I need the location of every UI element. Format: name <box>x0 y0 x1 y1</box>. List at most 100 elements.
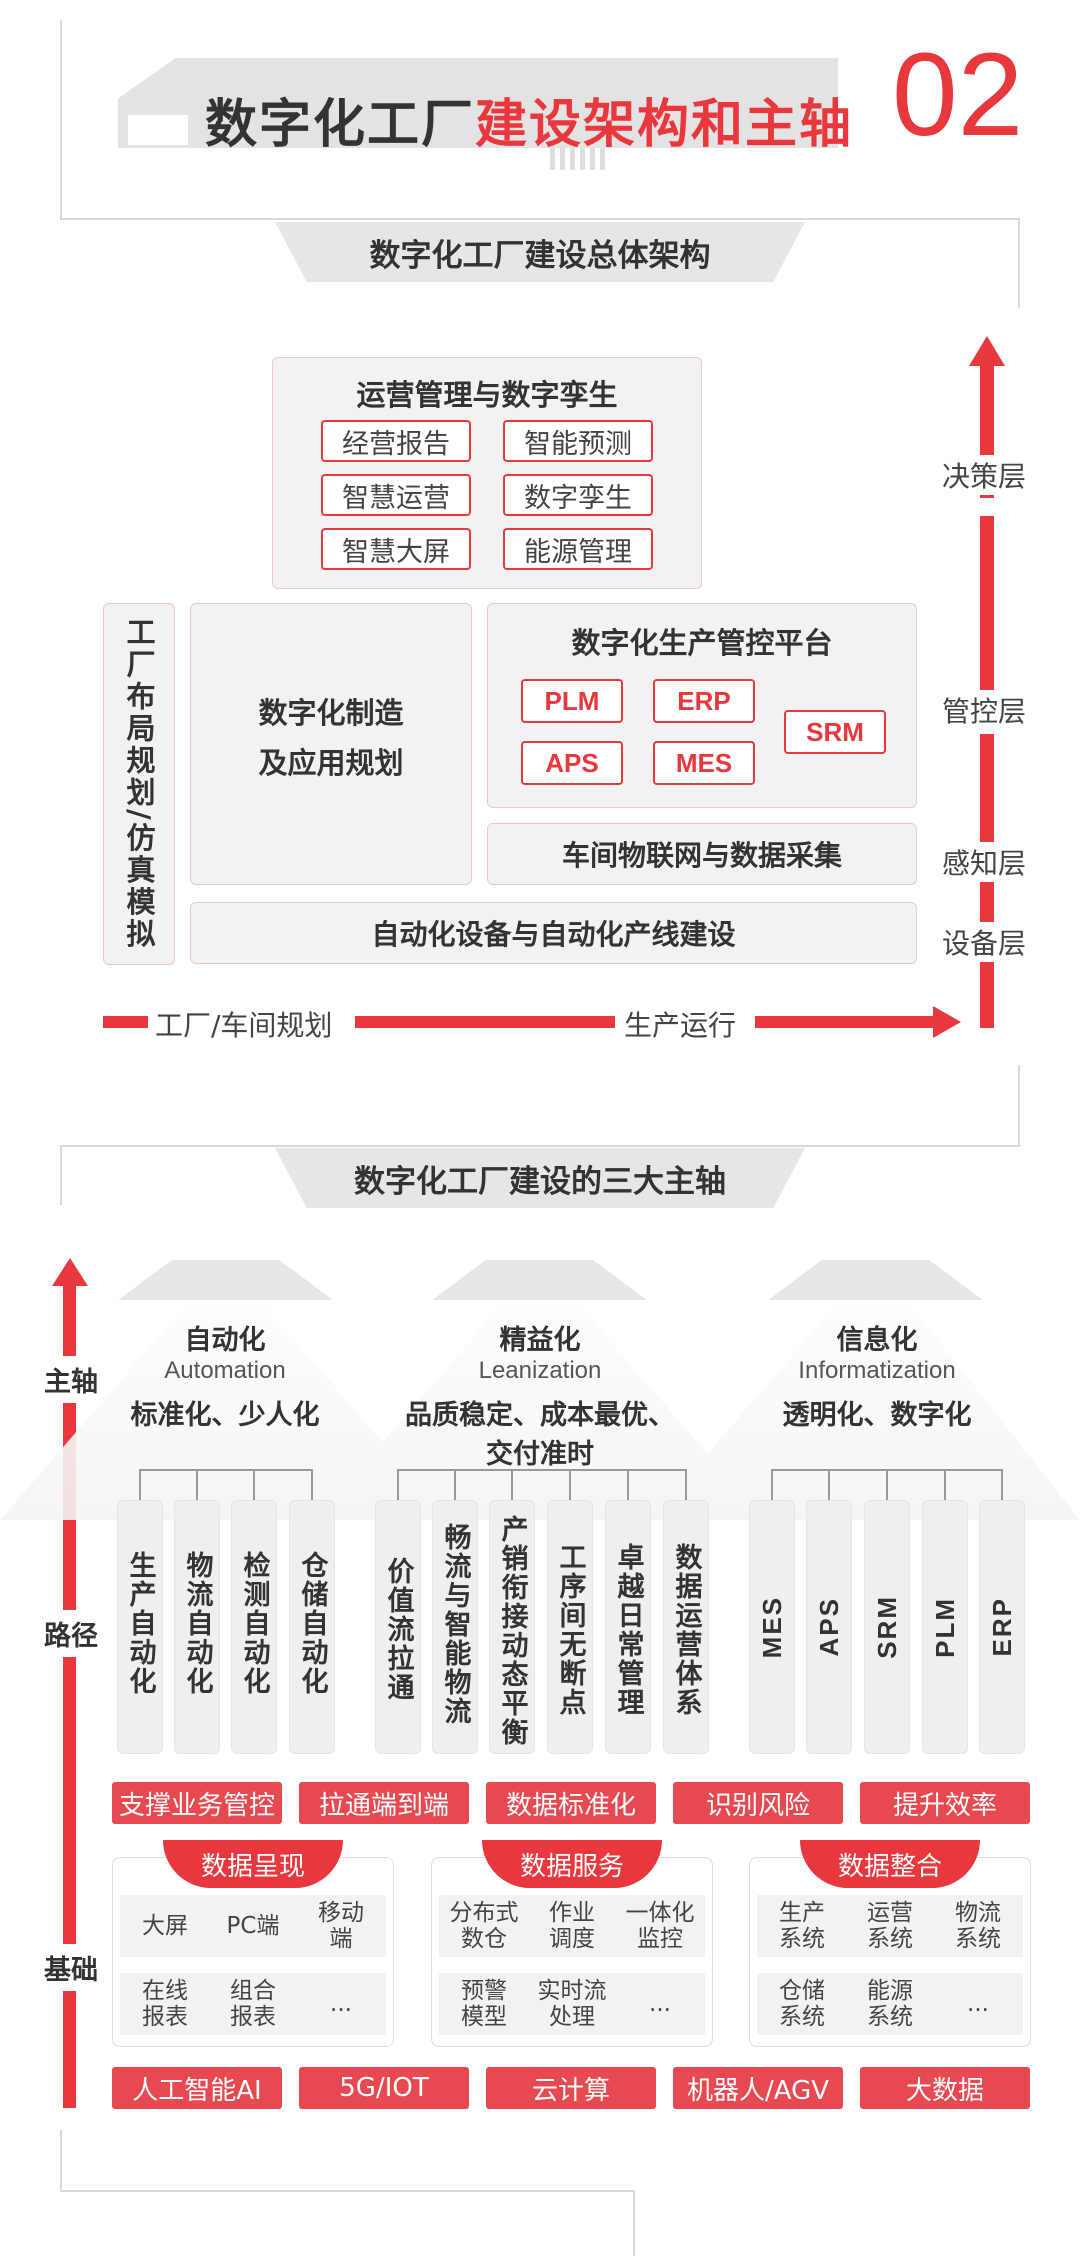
pillar-roof-top <box>432 1260 647 1300</box>
erp-chip: ERP <box>653 679 755 723</box>
pillar-cn: 信息化 <box>836 1325 918 1356</box>
layer-label-device: 设备层 <box>942 922 1027 962</box>
layer-arrow-gap <box>972 498 1002 516</box>
pillar-desc: 交付准时 <box>486 1439 594 1470</box>
layer-label-sensing: 感知层 <box>942 842 1027 882</box>
automation-box: 自动化设备与自动化产线建设 <box>190 902 917 964</box>
header-deco <box>128 115 188 145</box>
flow-label-operation: 生产运行 <box>624 1009 737 1042</box>
ops-chip: 经营报告 <box>321 420 471 462</box>
header-deco <box>550 148 610 170</box>
layer-arrow-head <box>969 336 1005 366</box>
page-title: 数字化工厂建设架构和主轴 <box>205 95 854 155</box>
foundation-bar: 人工智能AI <box>112 2067 282 2109</box>
path-column-label: ERP <box>986 1597 1017 1657</box>
pillar-lean: 精益化 Leanization 品质稳定、成本最优、 交付准时 <box>390 1318 690 1471</box>
path-column-label: APS <box>813 1597 844 1657</box>
axis-label-main: 主轴 <box>44 1356 98 1403</box>
frame-line <box>60 20 62 220</box>
aps-chip: APS <box>521 741 623 785</box>
goal-bar: 提升效率 <box>860 1782 1030 1824</box>
layer-label-control: 管控层 <box>942 690 1027 730</box>
path-column-label: 仓储自动化 <box>296 1551 328 1696</box>
path-column: 检测自动化 <box>231 1500 277 1754</box>
plm-chip: PLM <box>521 679 623 723</box>
frame-line <box>60 2190 635 2192</box>
section-number: 02 <box>892 29 1024 161</box>
frame-line <box>60 2130 62 2192</box>
layout-planning-box: 工厂布局规划/仿真模拟 <box>103 603 175 965</box>
path-column-label: 数据运营体系 <box>670 1543 702 1717</box>
path-column-label: 检测自动化 <box>238 1551 270 1696</box>
iot-label: 车间物联网与数据采集 <box>561 839 842 872</box>
path-column: SRM <box>864 1500 910 1754</box>
path-column-label: MES <box>756 1595 787 1659</box>
pillar-cn: 精益化 <box>499 1325 581 1356</box>
path-column: 工序间无断点 <box>547 1500 593 1754</box>
frame-line <box>60 1145 62 1205</box>
mes-chip: MES <box>653 741 755 785</box>
ops-title: 运营管理与数字孪生 <box>356 378 618 412</box>
flow-label-planning: 工厂/车间规划 <box>155 1009 333 1042</box>
path-column: 价值流拉通 <box>375 1500 421 1754</box>
mfg-label-2: 及应用规划 <box>258 746 404 780</box>
layout-planning-label: 工厂布局规划/仿真模拟 <box>122 617 156 951</box>
path-column: 畅流与智能物流 <box>432 1500 478 1754</box>
path-column-label: 畅流与智能物流 <box>439 1523 471 1726</box>
card-title: 数据服务 <box>482 1840 662 1888</box>
ops-chip: 智慧大屏 <box>321 528 471 570</box>
card-cell: 物流系统 <box>933 1895 1023 1957</box>
card-cell: 分布式数仓 <box>439 1895 529 1957</box>
foundation-bar: 云计算 <box>486 2067 656 2109</box>
flow-line <box>755 1016 935 1028</box>
automation-label: 自动化设备与自动化产线建设 <box>371 918 736 951</box>
card-cell: 能源系统 <box>845 1973 935 2035</box>
path-column-label: 物流自动化 <box>181 1551 213 1696</box>
frame-line <box>1018 1065 1020 1145</box>
path-column-label: SRM <box>871 1595 902 1659</box>
goal-bar: 识别风险 <box>673 1782 843 1824</box>
path-column: 生产自动化 <box>117 1500 163 1754</box>
path-column: 卓越日常管理 <box>605 1500 651 1754</box>
ops-chip: 智慧运营 <box>321 474 471 516</box>
card-cell: ... <box>296 1973 386 2035</box>
pillar-info: 信息化 Informatization 透明化、数字化 <box>752 1318 1002 1432</box>
foundation-bar: 机器人/AGV <box>673 2067 843 2109</box>
path-column: 数据运营体系 <box>663 1500 709 1754</box>
pillar-roof-top <box>768 1260 983 1300</box>
frame-line <box>1018 218 1020 308</box>
section-title: 数字化工厂建设的三大主轴 <box>275 1148 805 1208</box>
goal-bar: 支撑业务管控 <box>112 1782 282 1824</box>
axis-arrow-head <box>52 1258 88 1286</box>
card-cell: ... <box>933 1973 1023 2035</box>
card-cell: 在线报表 <box>120 1973 210 2035</box>
layer-label-decision: 决策层 <box>942 455 1027 495</box>
card-cell: 一体化监控 <box>615 1895 705 1957</box>
axis-label-base: 基础 <box>44 1944 98 1991</box>
pillar-en: Automation <box>164 1357 286 1384</box>
path-column: APS <box>806 1500 852 1754</box>
foundation-bar: 大数据 <box>860 2067 1030 2109</box>
pillar-connectors <box>139 1469 1003 1500</box>
foundation-bar: 5G/IOT <box>299 2067 469 2109</box>
card-title: 数据呈现 <box>163 1840 343 1888</box>
section-title: 数字化工厂建设总体架构 <box>275 222 805 282</box>
card-cell: 组合报表 <box>208 1973 298 2035</box>
card-cell: 运营系统 <box>845 1895 935 1957</box>
card-cell: 实时流处理 <box>527 1973 617 2035</box>
card-cell: 预警模型 <box>439 1973 529 2035</box>
path-column: 物流自动化 <box>174 1500 220 1754</box>
path-column-label: 卓越日常管理 <box>612 1543 644 1717</box>
card-cell: 作业调度 <box>527 1895 617 1957</box>
pillar-desc: 品质稳定、成本最优、 <box>405 1400 675 1431</box>
path-column-label: 工序间无断点 <box>554 1543 586 1717</box>
pillar-en: Informatization <box>798 1357 956 1384</box>
card-cell: 仓储系统 <box>757 1973 847 2035</box>
path-column-label: 生产自动化 <box>124 1551 156 1696</box>
pillar-automation: 自动化 Automation 标准化、少人化 <box>100 1318 350 1432</box>
flow-line <box>355 1016 615 1028</box>
frame-line <box>60 1145 1020 1147</box>
card-cell: 大屏 <box>120 1895 210 1957</box>
path-column-label: PLM <box>929 1596 960 1658</box>
iot-box: 车间物联网与数据采集 <box>487 823 917 885</box>
